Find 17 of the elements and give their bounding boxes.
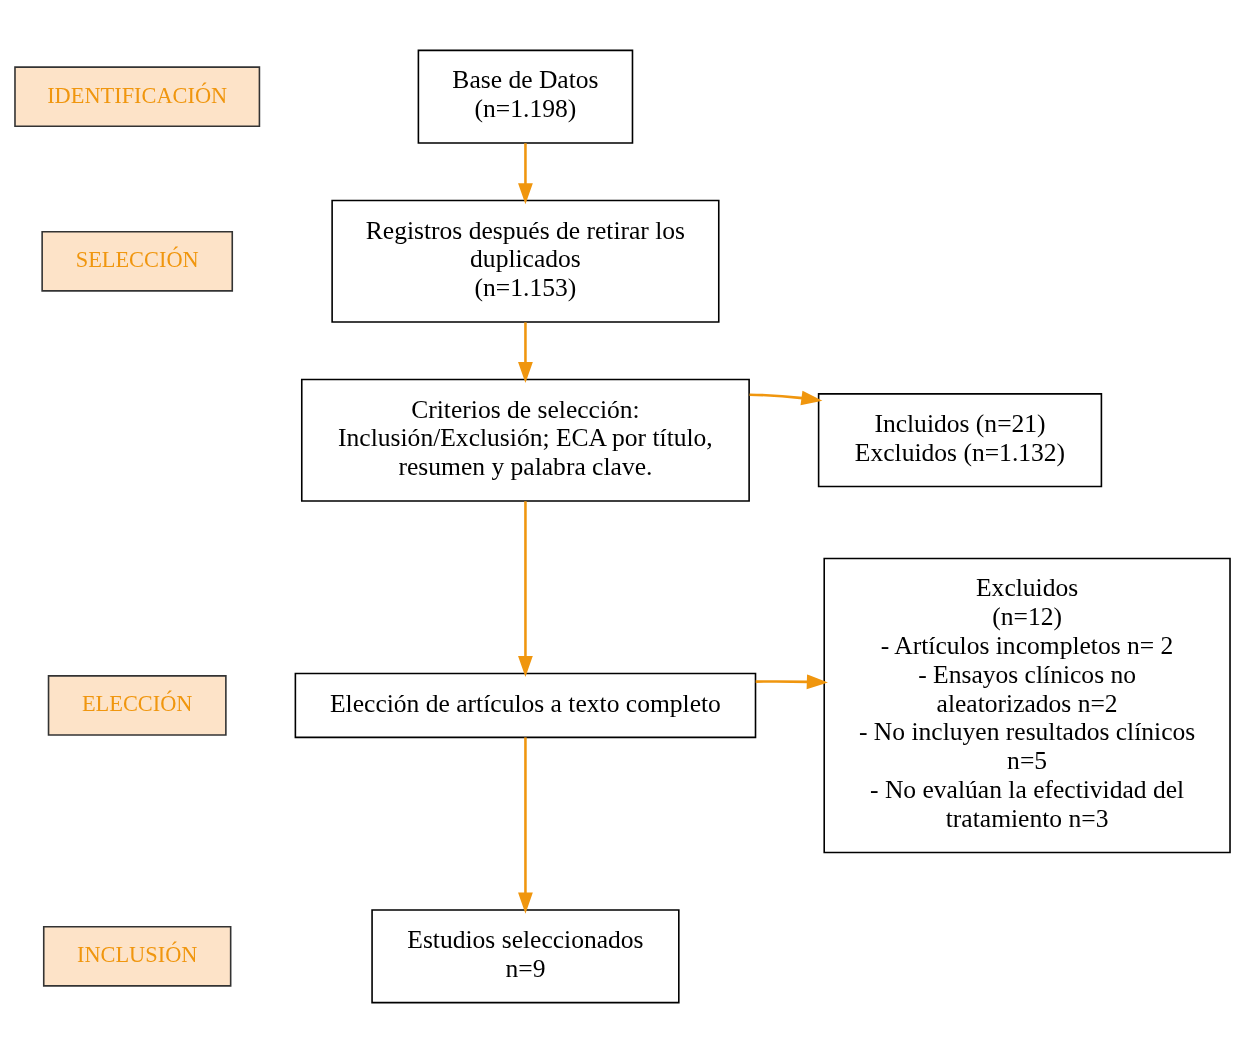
- arrow: [518, 142, 533, 204]
- arrow: [518, 500, 533, 677]
- arrow: [518, 736, 533, 914]
- node-box: Estudios seleccionados n=9: [371, 908, 680, 1003]
- node-box: IDENTIFICACIÓN: [14, 65, 261, 127]
- arrow: [749, 390, 823, 405]
- node-box: SELECCIÓN: [41, 230, 234, 292]
- node-box: Incluidos (n=21) Excluidos (n=1.132): [817, 392, 1103, 487]
- node-box: Criterios de selección: Inclusión/Exclusión; ECA por título, resumen y palabra clave.: [300, 378, 750, 502]
- arrow: [518, 321, 533, 383]
- node-box: Base de Datos (n=1.198): [417, 49, 634, 144]
- node-box: Registros después de retirar los duplicados (n=1.153): [331, 199, 720, 323]
- node-box: Excluidos (n=12) - Artículos incompletos n= 2 - Ensayos clínicos no aleatorizados n=2 - No incluyen resultados clínicos n=5 - No evalúan la efectividad del tratamiento n=3: [823, 557, 1231, 853]
- node-box: ELECCIÓN: [47, 674, 227, 736]
- node-box: INCLUSIÓN: [42, 925, 232, 987]
- arrow: [755, 673, 828, 689]
- node-box: Elección de artículos a texto completo: [294, 672, 757, 738]
